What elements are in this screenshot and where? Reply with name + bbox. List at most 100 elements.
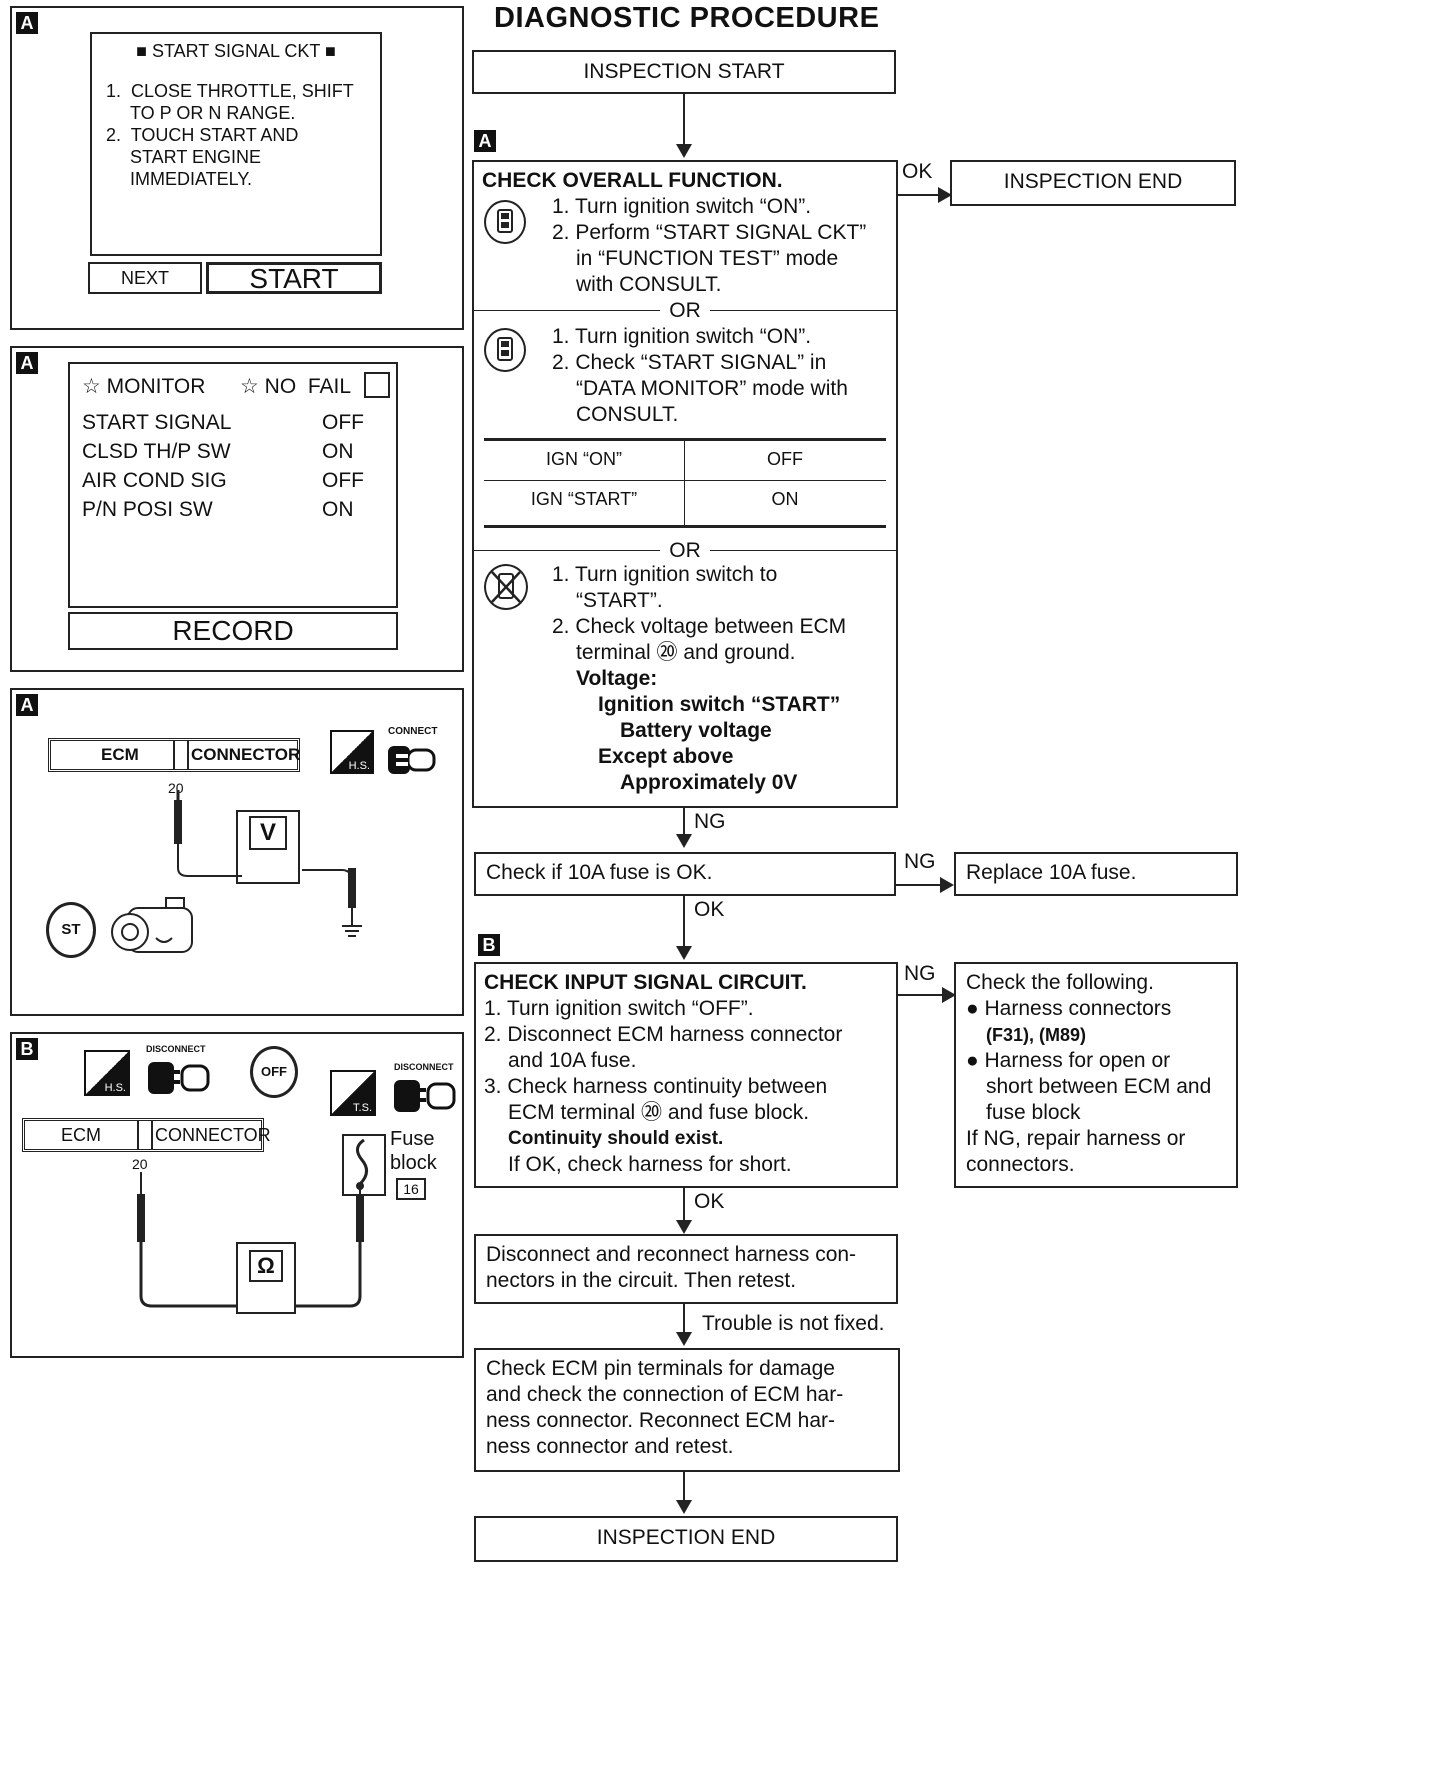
monitor-item-name: START SIGNAL <box>82 411 232 434</box>
ignition-off-icon: OFF <box>250 1046 298 1098</box>
monitor-heading: ☆ MONITOR <box>82 375 206 398</box>
ignition-key-icon: ST <box>46 902 96 958</box>
instruction-line: “DATA MONITOR” mode with <box>576 377 848 400</box>
ng-label: NG <box>694 810 726 833</box>
voltmeter-wiring <box>174 790 362 937</box>
inspection-start-box: INSPECTION START <box>472 50 896 94</box>
page-title: DIAGNOSTIC PROCEDURE <box>494 2 880 34</box>
ecm-label: ECM <box>101 745 139 764</box>
instruction-line: ness connector and retest. <box>486 1435 734 1458</box>
instruction-line: 1. Turn ignition switch “ON”. <box>552 195 812 218</box>
instruction-line: 2. Perform “START SIGNAL CKT” <box>552 221 867 244</box>
flow-arrow <box>676 1472 692 1514</box>
monitor-item-name: AIR COND SIG <box>82 469 227 492</box>
start-button[interactable]: START <box>206 262 382 294</box>
table-cell: IGN “ON” <box>546 449 622 469</box>
table-cell: IGN “START” <box>530 489 638 509</box>
flow-arrow <box>676 1188 692 1234</box>
instruction-line: Check ECM pin terminals for damage <box>486 1357 835 1380</box>
instruction-line: “START”. <box>576 589 663 612</box>
ecm-connector: ECM CONNECTOR <box>22 1118 271 1152</box>
panel-tag: B <box>16 1038 38 1060</box>
ts-label: T.S. <box>353 1102 372 1114</box>
connect-icon <box>386 742 440 778</box>
instruction-line: ● Harness connectors <box>966 997 1172 1020</box>
hs-label: H.S. <box>348 760 370 772</box>
panel-tag: A <box>16 694 38 716</box>
panel-tag: A <box>16 352 38 374</box>
trouble-label: Trouble is not fixed. <box>702 1312 885 1335</box>
instruction-line: fuse block <box>986 1101 1081 1124</box>
screen-line: START ENGINE <box>130 147 262 167</box>
replace-fuse-box: Replace 10A fuse. <box>954 852 1238 896</box>
step-heading: CHECK INPUT SIGNAL CIRCUIT. <box>484 971 807 994</box>
pin-number: 20 <box>168 780 184 796</box>
inspection-end-box: INSPECTION END <box>474 1516 898 1562</box>
instruction-line: and check the connection of ECM har- <box>486 1383 844 1406</box>
ok-label: OK <box>694 898 725 921</box>
record-checkbox[interactable] <box>364 372 390 398</box>
consult-screen: ■ START SIGNAL CKT ■ 1. CLOSE THROTTLE, … <box>90 32 382 256</box>
flow-arrow <box>676 808 692 848</box>
no-tools-icon <box>484 564 528 610</box>
check-following-box: Check the following. ● Harness connector… <box>954 962 1238 1188</box>
instruction-line: 2. Disconnect ECM harness connector <box>484 1023 843 1046</box>
pin-number: 20 <box>132 1156 148 1172</box>
ohmmeter-symbol: Ω <box>249 1250 283 1282</box>
flow-arrow <box>676 94 692 158</box>
terminal-pin <box>173 741 189 769</box>
instruction-line: 3. Check harness continuity between <box>484 1075 828 1098</box>
panel-tag: A <box>16 12 38 34</box>
instruction-line: nectors in the circuit. Then retest. <box>486 1269 797 1292</box>
screen-line: TO P OR N RANGE. <box>130 103 296 123</box>
next-button[interactable]: NEXT <box>88 262 202 294</box>
hs-icon: H.S. <box>330 730 374 774</box>
disconnect-label: DISCONNECT <box>146 1044 206 1054</box>
or-label: OR <box>660 536 710 566</box>
ts-icon: T.S. <box>330 1070 376 1116</box>
instruction-line: ECM terminal ⑳ and fuse block. <box>508 1101 810 1124</box>
instruction-line: CONSULT. <box>576 403 679 426</box>
instruction-line: If OK, check harness for short. <box>508 1153 792 1176</box>
voltmeter-symbol: V <box>249 816 287 850</box>
consult-icon <box>484 200 526 244</box>
instruction-line: 1. Turn ignition switch to <box>552 563 778 586</box>
voltage-value: Battery voltage <box>620 719 772 742</box>
consult-data-monitor-panel: A ☆ MONITOR ☆ NO FAIL START SIGNAL OFF C… <box>10 346 464 672</box>
ecm-label: ECM <box>61 1125 101 1145</box>
voltage-condition: Ignition switch “START” <box>598 693 841 716</box>
instruction-line: 1. Turn ignition switch “OFF”. <box>484 997 754 1020</box>
or-label: OR <box>660 296 710 326</box>
instruction-line: 1. Turn ignition switch “ON”. <box>552 325 812 348</box>
instruction-line: 2. Check voltage between ECM <box>552 615 847 638</box>
monitor-item-value: OFF <box>322 469 364 492</box>
instruction-line: 2. Check “START SIGNAL” in <box>552 351 827 374</box>
monitor-item-name: P/N POSI SW <box>82 498 213 521</box>
hs-label: H.S. <box>104 1082 126 1094</box>
fuse-label: Fuse <box>390 1128 435 1150</box>
signal-table: IGN “ON” OFF IGN “START” ON <box>484 438 886 528</box>
instruction-line: Check the following. <box>966 971 1154 994</box>
voltage-heading: Voltage: <box>576 667 658 690</box>
ok-label: OK <box>694 1190 725 1213</box>
consult-icon <box>484 328 526 372</box>
instruction-line: in “FUNCTION TEST” mode <box>576 247 839 270</box>
continuity-spec: Continuity should exist. <box>508 1128 724 1149</box>
record-button[interactable]: RECORD <box>68 612 398 650</box>
monitor-item-value: ON <box>322 440 354 463</box>
monitor-screen: ☆ MONITOR ☆ NO FAIL START SIGNAL OFF CLS… <box>68 362 398 608</box>
disconnect-icon <box>146 1056 214 1100</box>
continuity-check-panel: B H.S. DISCONNECT OFF T.S. DISCONNECT EC… <box>10 1032 464 1358</box>
ng-label: NG <box>904 962 936 985</box>
no-fail-label: ☆ NO FAIL <box>240 375 352 398</box>
flow-arrow <box>676 896 692 960</box>
voltmeter-icon: V <box>236 810 300 884</box>
monitor-item-value: ON <box>322 498 354 521</box>
monitor-item-name: CLSD TH/P SW <box>82 440 231 463</box>
terminal-pin <box>137 1121 153 1149</box>
voltage-check-panel: A ECM CONNECTOR 20 H.S. CONNECT V ST <box>10 688 464 1016</box>
step-tag: B <box>478 934 500 956</box>
ecm-pin-check-box: Check ECM pin terminals for damage and c… <box>474 1348 900 1472</box>
instruction-line: If NG, repair harness or <box>966 1127 1186 1150</box>
voltage-value: Approximately 0V <box>620 771 798 794</box>
